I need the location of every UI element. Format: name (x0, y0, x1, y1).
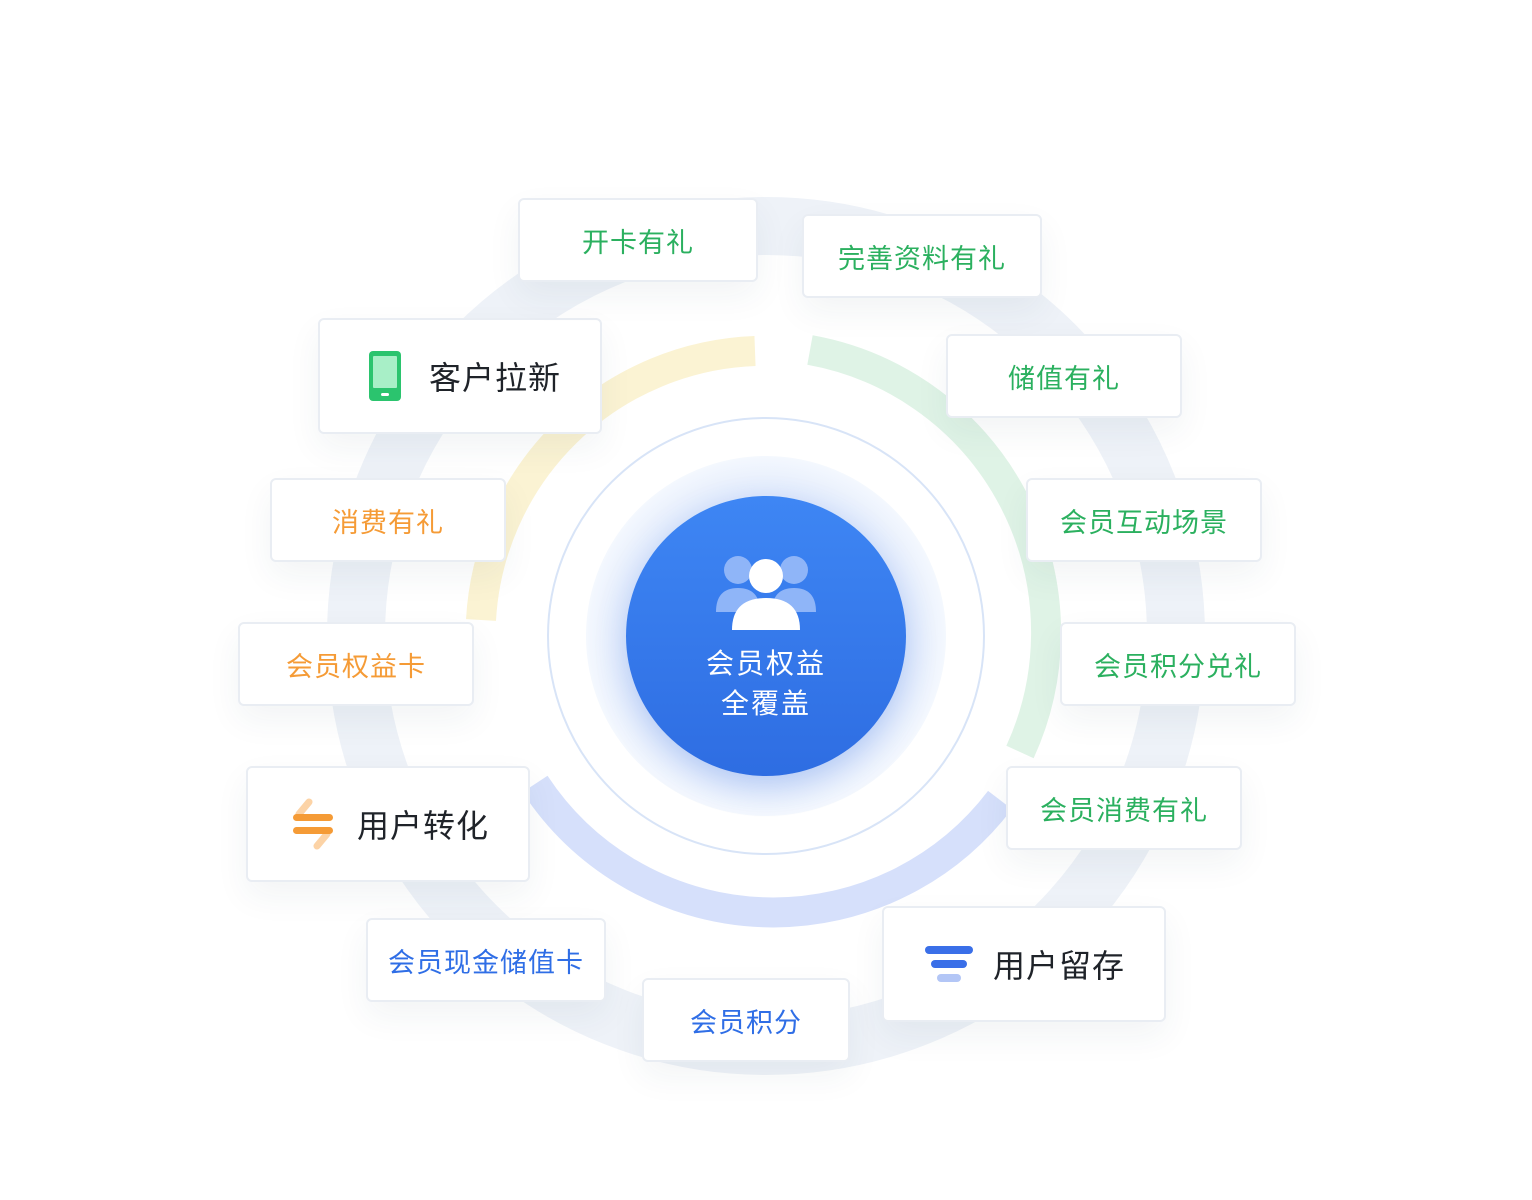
item-label-member-consume: 会员消费有礼 (1040, 795, 1208, 827)
center-circle: 会员权益 全覆盖 (626, 496, 906, 776)
item-card-member-consume[interactable]: 会员消费有礼 (1006, 766, 1242, 850)
funnel-layers-icon (924, 946, 973, 982)
item-label-interaction: 会员互动场景 (1060, 507, 1228, 539)
item-label-stored-value: 储值有礼 (1008, 363, 1120, 395)
item-card-stored-value[interactable]: 储值有礼 (946, 334, 1182, 418)
item-label-complete-profile: 完善资料有礼 (838, 243, 1006, 275)
category-card-retention[interactable]: 用户留存 (882, 906, 1166, 1022)
item-card-open-card[interactable]: 开卡有礼 (518, 198, 758, 282)
category-label-acquisition: 客户拉新 (428, 359, 561, 397)
item-label-open-card: 开卡有礼 (582, 227, 694, 259)
item-card-cash-card[interactable]: 会员现金储值卡 (366, 918, 606, 1002)
arc-green (807, 335, 1062, 759)
category-label-retention: 用户留存 (992, 947, 1125, 985)
item-label-points-exchange: 会员积分兑礼 (1094, 651, 1262, 683)
item-card-points-exchange[interactable]: 会员积分兑礼 (1060, 622, 1296, 706)
item-label-cash-card: 会员现金储值卡 (388, 947, 584, 979)
center-title-line2: 全覆盖 (720, 687, 811, 720)
item-card-rights-card[interactable]: 会员权益卡 (238, 622, 474, 706)
center-title-line1: 会员权益 (705, 647, 826, 680)
category-card-acquisition[interactable]: 客户拉新 (318, 318, 602, 434)
item-label-points: 会员积分 (690, 1007, 802, 1039)
category-card-conversion[interactable]: 用户转化 (246, 766, 530, 882)
members-group-icon (716, 556, 816, 630)
item-card-interaction[interactable]: 会员互动场景 (1026, 478, 1262, 562)
category-label-conversion: 用户转化 (356, 807, 489, 845)
exchange-icon (292, 798, 333, 850)
thin-ring (547, 417, 985, 855)
item-card-complete-profile[interactable]: 完善资料有礼 (802, 214, 1042, 298)
mobile-phone-icon (368, 351, 401, 401)
item-card-points[interactable]: 会员积分 (642, 978, 850, 1062)
center-title: 会员权益 全覆盖 (626, 644, 906, 724)
item-card-consume[interactable]: 消费有礼 (270, 478, 506, 562)
arc-blue (522, 775, 1012, 928)
item-label-rights-card: 会员权益卡 (286, 651, 426, 683)
item-label-consume: 消费有礼 (332, 507, 444, 539)
